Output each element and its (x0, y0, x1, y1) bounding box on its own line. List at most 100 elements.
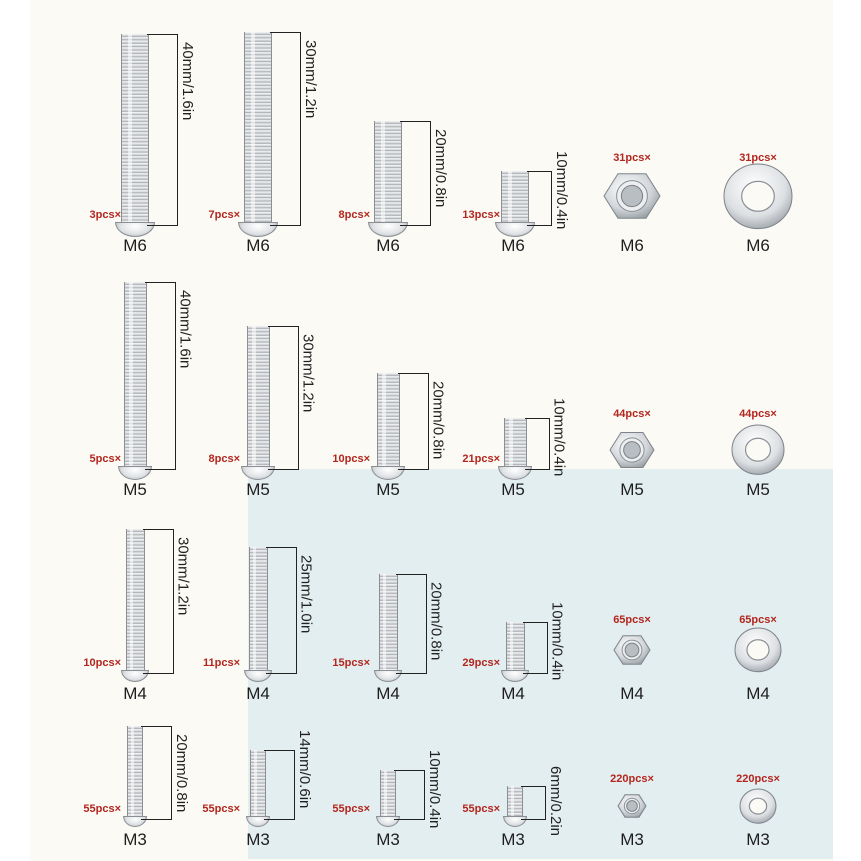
dimension-bracket (264, 750, 295, 820)
dimension-label: 30mm/1.2in (174, 537, 192, 616)
dimension-bracket (142, 529, 174, 674)
quantity-label: 7pcs× (208, 209, 241, 221)
dimension-label: 20mm/0.8in (173, 734, 190, 813)
bolt (118, 282, 152, 480)
bolt-shank (507, 786, 523, 818)
size-label: M4 (501, 684, 525, 703)
size-label: M5 (746, 480, 770, 499)
size-label: M5 (246, 480, 270, 499)
dimension-bracket (522, 622, 548, 674)
dimension-label: 20mm/0.8in (429, 381, 447, 460)
quantity-label: 55pcs× (462, 803, 500, 815)
quantity-label: 55pcs× (202, 803, 240, 815)
quantity-label: 44pcs× (613, 408, 651, 420)
dimension-label: 6mm/0.2in (547, 766, 564, 837)
flat-washer (738, 787, 778, 830)
size-label: M4 (123, 684, 147, 703)
hex-nut (602, 166, 662, 231)
size-label: M5 (123, 480, 147, 499)
bolt (238, 32, 278, 237)
bolt-shank (244, 32, 272, 224)
hex-nut (608, 426, 656, 479)
bolt (121, 529, 149, 682)
left-margin (0, 0, 30, 861)
quantity-label: 220pcs× (736, 773, 780, 785)
hex-nut (616, 790, 648, 827)
size-label: M5 (501, 480, 525, 499)
dimension-label: 40mm/1.6in (176, 290, 194, 369)
size-label: M4 (746, 684, 770, 703)
dimension-bracket (521, 786, 546, 820)
bolt (376, 770, 400, 827)
dimension-bracket (267, 326, 299, 470)
quantity-label: 10pcs× (332, 453, 370, 465)
dimension-label: 20mm/0.8in (432, 129, 449, 208)
size-label: M3 (246, 830, 270, 849)
dimension-bracket (397, 373, 429, 470)
size-label: M4 (620, 684, 644, 703)
size-label: M3 (620, 830, 644, 849)
bolt-shank (250, 750, 266, 818)
bolt (246, 750, 270, 827)
bolt-shank (376, 373, 400, 468)
dimension-label: 10mm/0.4in (548, 602, 566, 681)
dimension-bracket (265, 547, 297, 674)
bolt-shank (505, 622, 525, 672)
right-margin (833, 0, 861, 861)
quantity-label: 8pcs× (338, 209, 371, 221)
bolt (244, 547, 272, 682)
quantity-label: 31pcs× (739, 152, 777, 164)
bolt-shank (380, 770, 396, 818)
size-label: M6 (123, 236, 147, 255)
bolt-shank (127, 726, 143, 818)
bolt (374, 574, 402, 682)
bolt (115, 34, 155, 237)
flat-washer (730, 423, 786, 481)
quantity-label: 13pcs× (462, 209, 500, 221)
quantity-label: 65pcs× (613, 614, 651, 626)
dimension-label: 10mm/0.4in (426, 750, 443, 829)
bolt-shank (378, 574, 398, 672)
quantity-label: 11pcs× (202, 657, 240, 669)
dimension-bracket (147, 34, 178, 226)
bolt-shank (248, 547, 268, 672)
size-label: M3 (746, 830, 770, 849)
bolt (368, 121, 408, 237)
dimension-label: 10mm/0.4in (553, 151, 570, 230)
quantity-label: 5pcs× (89, 453, 122, 465)
size-label: M6 (246, 236, 270, 255)
flat-washer (733, 626, 783, 679)
bolt (241, 326, 275, 480)
dimension-bracket (395, 574, 427, 674)
quantity-label: 220pcs× (610, 773, 654, 785)
dimension-label: 10mm/0.4in (550, 398, 568, 477)
size-label: M5 (376, 480, 400, 499)
quantity-label: 21pcs× (462, 453, 500, 465)
dimension-label: 30mm/1.2in (299, 334, 317, 413)
quantity-label: 10pcs× (83, 657, 121, 669)
bolt-shank (501, 171, 529, 224)
quantity-label: 8pcs× (208, 453, 241, 465)
bolt-shank (503, 418, 527, 468)
dimension-label: 14mm/0.6in (296, 730, 313, 809)
size-label: M6 (620, 236, 644, 255)
dimension-label: 25mm/1.0in (297, 555, 315, 634)
dimension-bracket (144, 282, 176, 470)
bolt-shank (121, 34, 149, 224)
size-label: M3 (123, 830, 147, 849)
quantity-label: 3pcs× (89, 209, 122, 221)
dimension-label: 40mm/1.6in (179, 42, 196, 121)
dimension-bracket (270, 32, 301, 226)
size-label: M4 (246, 684, 270, 703)
size-label: M6 (501, 236, 525, 255)
dimension-bracket (394, 770, 425, 820)
size-label: M5 (620, 480, 644, 499)
quantity-label: 55pcs× (332, 803, 370, 815)
quantity-label: 31pcs× (613, 152, 651, 164)
dimension-bracket (141, 726, 172, 820)
bolt-shank (246, 326, 270, 468)
size-label: M4 (376, 684, 400, 703)
bolt (495, 171, 535, 237)
quantity-label: 55pcs× (83, 803, 121, 815)
